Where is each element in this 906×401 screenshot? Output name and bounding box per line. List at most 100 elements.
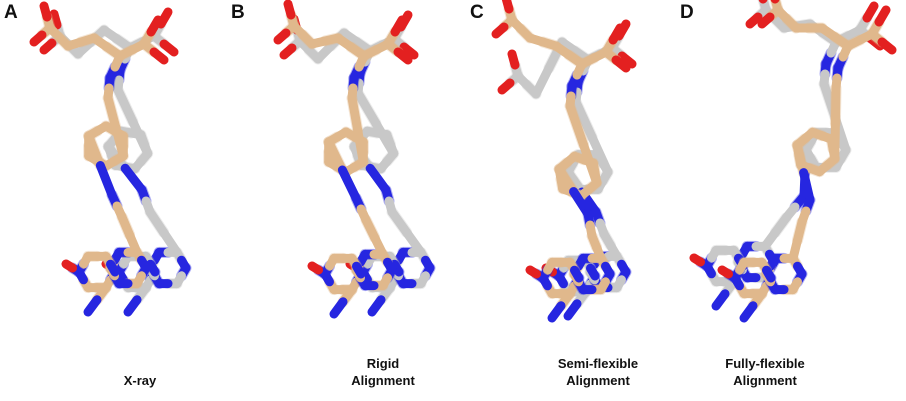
bond-half (611, 55, 631, 73)
bond-half (587, 132, 613, 177)
bond-half (283, 0, 296, 20)
bond-half (146, 259, 160, 277)
bond-half (586, 263, 600, 281)
bond-half (383, 257, 397, 275)
bond-half (146, 15, 163, 37)
caption-c-line-1: Semi-flexible (557, 356, 639, 371)
bond-half (49, 9, 62, 30)
bond-half (830, 83, 841, 128)
bond-half (617, 259, 631, 277)
caption-a: X-ray (70, 372, 210, 389)
bond-half (792, 140, 809, 178)
bond-half (83, 295, 102, 317)
panel-letter-a: A (4, 2, 18, 23)
bond-half (711, 289, 730, 311)
bond-half (762, 265, 776, 283)
bond-half (799, 168, 815, 205)
bond-half (371, 118, 399, 158)
caption-b-line-1: Rigid (366, 356, 400, 371)
bond-half (103, 93, 121, 132)
bond-half (402, 227, 426, 257)
caption-d: Fully-flexible Alignment (695, 355, 835, 389)
bond-half (95, 161, 117, 200)
bond-half (717, 265, 733, 279)
bond-half (745, 12, 763, 29)
stick-model-panel-a (29, 1, 192, 317)
bond-half (370, 232, 388, 259)
bond-half (606, 240, 622, 261)
bond-half (877, 37, 897, 55)
bond-half (84, 131, 105, 170)
stick-model-panel-b (273, 0, 436, 319)
bond-half (123, 295, 142, 317)
bond-half (793, 261, 807, 279)
bond-half (111, 122, 128, 161)
bond-half (279, 43, 297, 60)
bond-half (39, 1, 52, 22)
bond-half (578, 139, 602, 188)
bond-half (353, 125, 368, 167)
panel-letter-c: C (470, 2, 484, 23)
bond-half (390, 15, 407, 37)
bond-half (601, 261, 615, 279)
bond-half (393, 47, 413, 65)
bond-half (421, 255, 435, 273)
bond-half (113, 85, 138, 127)
bond-half (491, 22, 509, 39)
bond-half (760, 227, 780, 251)
bond-half (106, 259, 120, 277)
bond-half (367, 295, 386, 317)
bond-half (874, 5, 891, 27)
bond-half (128, 117, 153, 158)
bond-half (137, 255, 151, 273)
bond-half (525, 265, 541, 279)
caption-d-line-2: Alignment (733, 373, 797, 388)
bond-half (788, 235, 802, 263)
bond-half (563, 299, 582, 321)
overlay-molecule-tan (717, 0, 897, 323)
bond-half (177, 255, 191, 273)
overlay-molecule-tan (29, 1, 169, 317)
bond-half (608, 23, 625, 45)
bond-half (159, 227, 182, 257)
bond-half (497, 78, 515, 95)
bond-half (149, 47, 169, 65)
bond-half (120, 163, 147, 195)
bond-half (273, 28, 291, 45)
bond-half (399, 42, 419, 60)
bond-half (353, 88, 381, 128)
bond-half (307, 261, 323, 275)
bond-half (570, 265, 584, 283)
panel-letter-b: B (231, 2, 245, 23)
caption-a-line-1: X-ray (123, 373, 157, 388)
bond-half (159, 39, 179, 57)
bond-half (531, 63, 554, 99)
bond-half (324, 137, 347, 175)
bond-half (156, 7, 173, 29)
bond-half (689, 253, 705, 267)
caption-d-line-1: Fully-flexible (725, 356, 805, 371)
bond-half (329, 297, 348, 319)
bond-half (565, 101, 588, 149)
bond-half (757, 12, 775, 29)
bond-half (352, 261, 366, 279)
bond-half (390, 259, 404, 277)
bond-half (739, 301, 758, 323)
bond-half (507, 49, 520, 70)
bond-half (125, 230, 142, 257)
caption-c: Semi-flexible Alignment (528, 355, 668, 389)
caption-c-line-2: Alignment (566, 373, 630, 388)
bond-half (39, 38, 57, 55)
bond-half (830, 118, 840, 164)
bond-half (592, 242, 606, 263)
overlay-molecule-tan (491, 0, 631, 323)
bond-half (547, 301, 566, 323)
bond-half (862, 1, 879, 23)
bond-half (617, 51, 637, 69)
stick-model-panel-c (491, 0, 637, 323)
bond-half (347, 93, 363, 135)
bond-half (61, 259, 77, 273)
bond-half (501, 0, 514, 14)
stick-model-panel-d (689, 0, 897, 323)
